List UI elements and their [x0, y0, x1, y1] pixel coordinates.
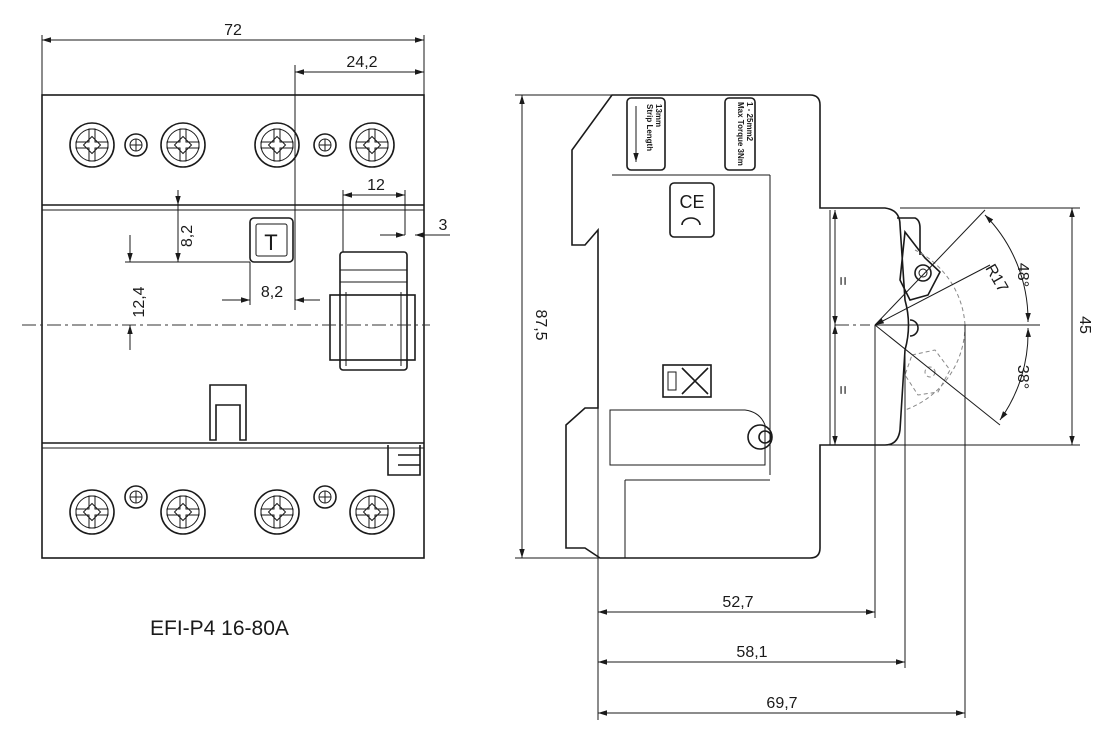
- ce-mark-icon: CE: [669, 182, 715, 238]
- dim-radius: R17: [982, 262, 1011, 296]
- front-view: T 72 24,2 12 3 8,2 12,4: [22, 22, 450, 559]
- test-button-label: T: [264, 230, 277, 255]
- torque-label: Max Torque 3Nm 1 - 25mm2: [724, 97, 756, 171]
- dim-angle-down: 38°: [1014, 365, 1031, 389]
- torque-value: 1 - 25mm2: [745, 102, 754, 142]
- dim-equal-bottom: =: [834, 385, 851, 394]
- dim-button-height: 8,2: [179, 225, 196, 247]
- dim-lever-offset: 3: [439, 217, 448, 234]
- side-clip: [387, 445, 421, 476]
- side-view: Strip Length 13mm Max Torque 3Nm 1 - 25m…: [515, 94, 1093, 720]
- dim-angle-up: 48°: [1014, 263, 1031, 287]
- disposal-bin-icon: [662, 364, 712, 398]
- dim-width: 72: [224, 22, 242, 39]
- strip-length-value: 13mm: [654, 104, 663, 127]
- dim-lever-width: 12: [367, 177, 385, 194]
- bottom-terminals: [69, 485, 395, 535]
- strip-length-title: Strip Length: [645, 104, 654, 151]
- bottom-tab: [209, 384, 247, 441]
- dim-d1: 52,7: [722, 594, 753, 611]
- toggle-handle: [897, 217, 951, 396]
- top-terminals: [69, 122, 395, 168]
- dim-equal-top: =: [834, 276, 851, 285]
- dim-center-height: 12,4: [131, 286, 148, 317]
- model-caption: EFI-P4 16-80A: [150, 617, 289, 640]
- toggle-lever: [329, 251, 416, 371]
- torque-title: Max Torque 3Nm: [736, 102, 745, 166]
- dim-module-height: 45: [1076, 316, 1093, 334]
- dim-button-width: 8,2: [261, 284, 283, 301]
- dim-d2: 58,1: [736, 644, 767, 661]
- dim-height: 87,5: [532, 309, 549, 340]
- dim-offset: 24,2: [346, 54, 377, 71]
- strip-length-label: Strip Length 13mm: [626, 97, 666, 171]
- test-button: T: [249, 217, 294, 263]
- lever-screw-icon: [747, 424, 773, 450]
- front-body: [41, 94, 425, 559]
- ce-mark-text: CE: [679, 192, 704, 212]
- dim-d3: 69,7: [766, 695, 797, 712]
